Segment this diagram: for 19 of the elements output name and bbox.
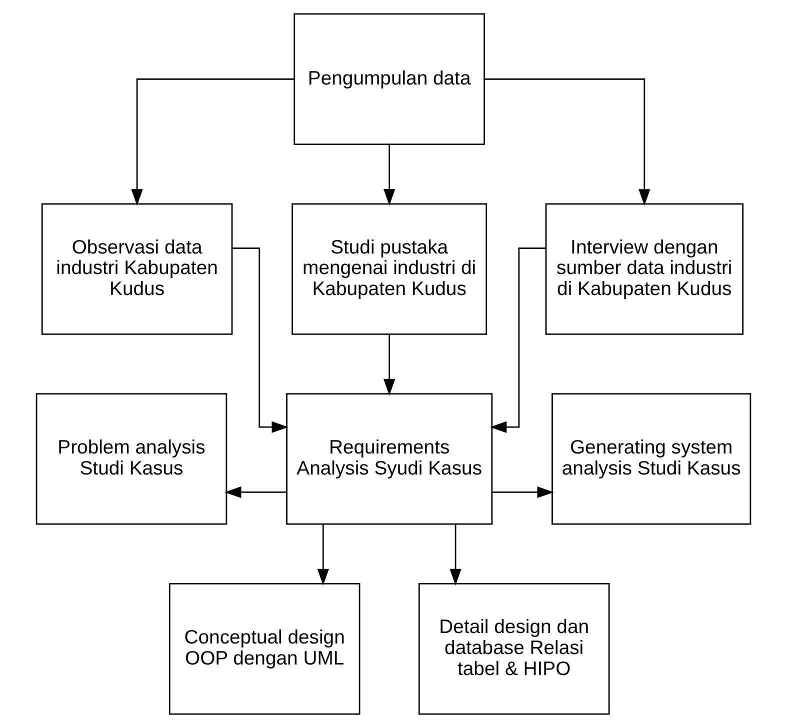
arrow xyxy=(383,334,395,396)
arrow xyxy=(316,524,328,586)
arrow xyxy=(232,248,288,433)
node-box: Observasi data industri Kabupaten Kudus xyxy=(40,203,232,335)
arrow xyxy=(492,486,554,498)
arrow xyxy=(484,78,650,206)
node-box: Problem analysis Studi Kasus xyxy=(35,393,227,525)
arrow xyxy=(449,524,461,586)
node-box: Conceptual design OOP dengan UML xyxy=(168,583,360,715)
arrow xyxy=(130,78,294,206)
node-box: Studi pustaka mengenai industri di Kabupaten Kudus xyxy=(291,203,487,335)
arrow xyxy=(224,486,286,498)
node-box: Detail design dan database Relasi tabel & HIPO xyxy=(418,583,610,715)
node-box: Generating system analysis Studi Kasus xyxy=(551,393,751,525)
arrow xyxy=(383,144,395,206)
node-box: Requirements Analysis Syudi Kasus xyxy=(286,393,492,525)
node-box: Interview dengan sumber data industri di Kabupaten Kudus xyxy=(544,203,744,335)
arrow xyxy=(490,248,546,433)
node-box: Pengumpulan data xyxy=(293,13,484,145)
